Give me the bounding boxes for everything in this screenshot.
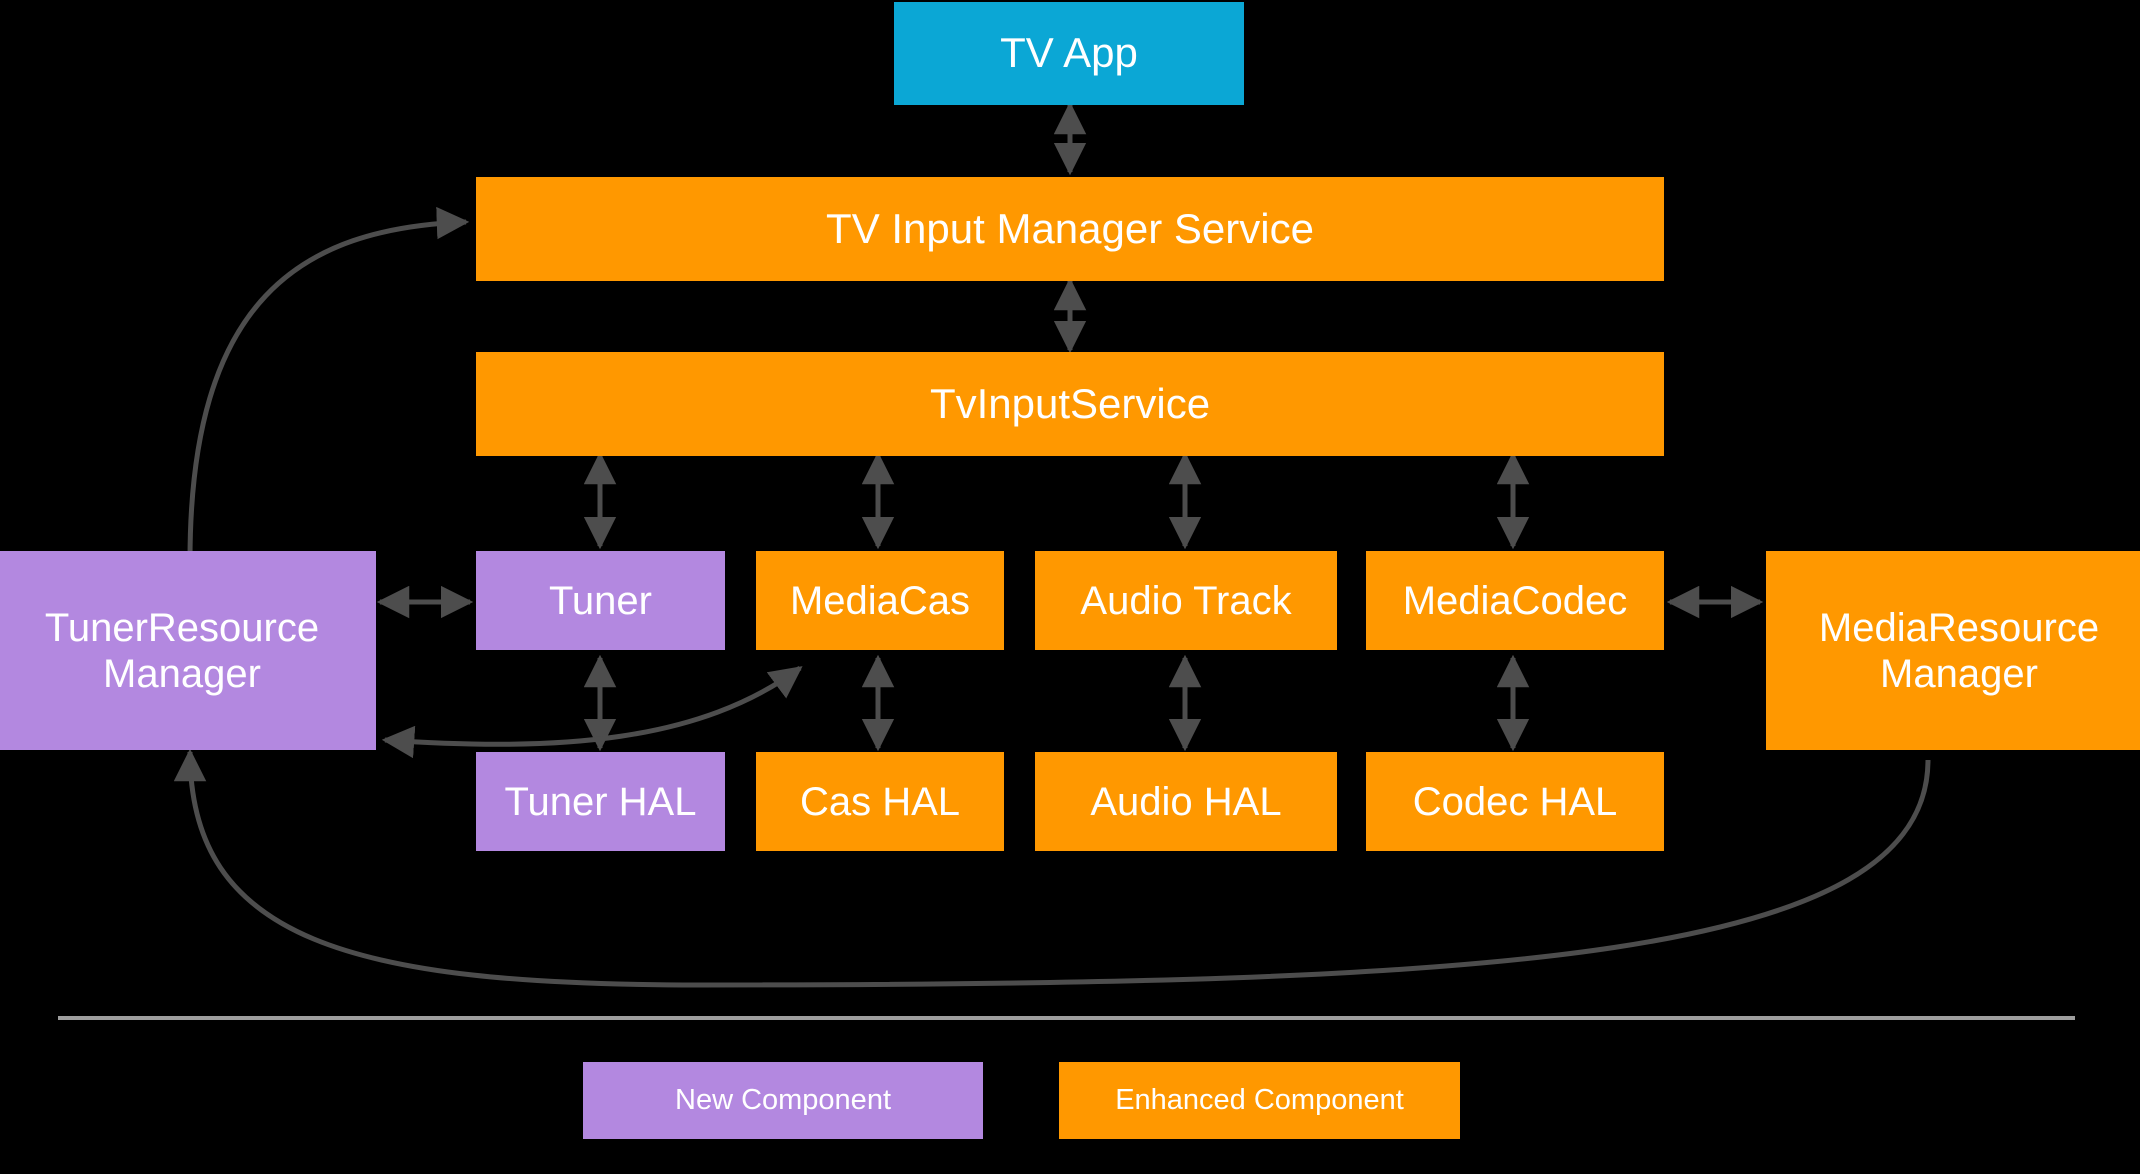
node-media-resource-manager[interactable]: MediaResource Manager [1766, 551, 2140, 750]
node-tv-app[interactable]: TV App [894, 2, 1244, 105]
edge-mediacas-trm [381, 665, 803, 759]
node-tv-input-service[interactable]: TvInputService [476, 352, 1664, 456]
legend-divider [58, 1016, 2075, 1020]
node-cas-hal[interactable]: Cas HAL [756, 752, 1004, 851]
legend-new-component: New Component [583, 1062, 983, 1139]
node-tv-input-manager-service[interactable]: TV Input Manager Service [476, 177, 1664, 281]
node-media-codec[interactable]: MediaCodec [1366, 551, 1664, 650]
node-audio-hal[interactable]: Audio HAL [1035, 752, 1337, 851]
node-codec-hal[interactable]: Codec HAL [1366, 752, 1664, 851]
legend-enhanced-component: Enhanced Component [1059, 1062, 1460, 1139]
node-tuner-hal[interactable]: Tuner HAL [476, 752, 725, 851]
node-tuner[interactable]: Tuner [476, 551, 725, 650]
edge-trm-tvims-curved [187, 206, 470, 561]
node-tuner-resource-manager[interactable]: TunerResource Manager [0, 551, 376, 750]
node-audio-track[interactable]: Audio Track [1035, 551, 1337, 650]
node-media-cas[interactable]: MediaCas [756, 551, 1004, 650]
